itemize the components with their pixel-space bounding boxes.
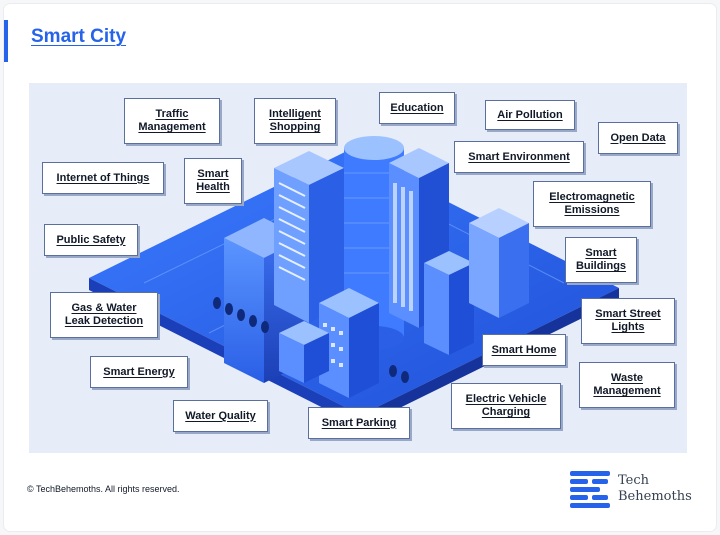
label-smart-street-lights: Smart Street Lights	[581, 298, 675, 344]
label-intelligent-shopping: Intelligent Shopping	[254, 98, 336, 144]
label-public-safety: Public Safety	[44, 224, 138, 256]
label-smart-health: Smart Health	[184, 158, 242, 204]
tree-row	[213, 297, 409, 383]
label-open-data: Open Data	[598, 122, 678, 154]
tall-striped-tower	[274, 151, 344, 323]
brand-logo: Tech Behemoths	[568, 468, 698, 512]
label-smart-parking: Smart Parking	[308, 407, 410, 439]
building-far-right	[469, 208, 529, 318]
label-water-quality: Water Quality	[173, 400, 268, 432]
title-accent-bar	[4, 20, 8, 62]
label-smart-home: Smart Home	[482, 334, 566, 366]
building-front-center	[319, 288, 379, 398]
label-electric-vehicle-charging: Electric Vehicle Charging	[451, 383, 561, 429]
label-internet-of-things: Internet of Things	[42, 162, 164, 194]
label-traffic-management: Traffic Management	[124, 98, 220, 144]
copyright-text: © TechBehemoths. All rights reserved.	[27, 484, 180, 494]
label-waste-management: Waste Management	[579, 362, 675, 408]
label-air-pollution: Air Pollution	[485, 100, 575, 130]
label-electromagnetic-emissions: Electromagnetic Emissions	[533, 181, 651, 227]
label-smart-energy: Smart Energy	[90, 356, 188, 388]
building-front-left	[279, 321, 329, 383]
label-smart-buildings: Smart Buildings	[565, 237, 637, 283]
label-smart-environment: Smart Environment	[454, 141, 584, 173]
tech-behemoths-logo-icon	[570, 471, 610, 508]
building-right-small	[424, 251, 474, 355]
label-education: Education	[379, 92, 455, 124]
brand-name: Tech Behemoths	[618, 473, 692, 504]
label-gas-water-leak-detection: Gas & Water Leak Detection	[50, 292, 158, 338]
page-title: Smart City	[31, 26, 127, 47]
